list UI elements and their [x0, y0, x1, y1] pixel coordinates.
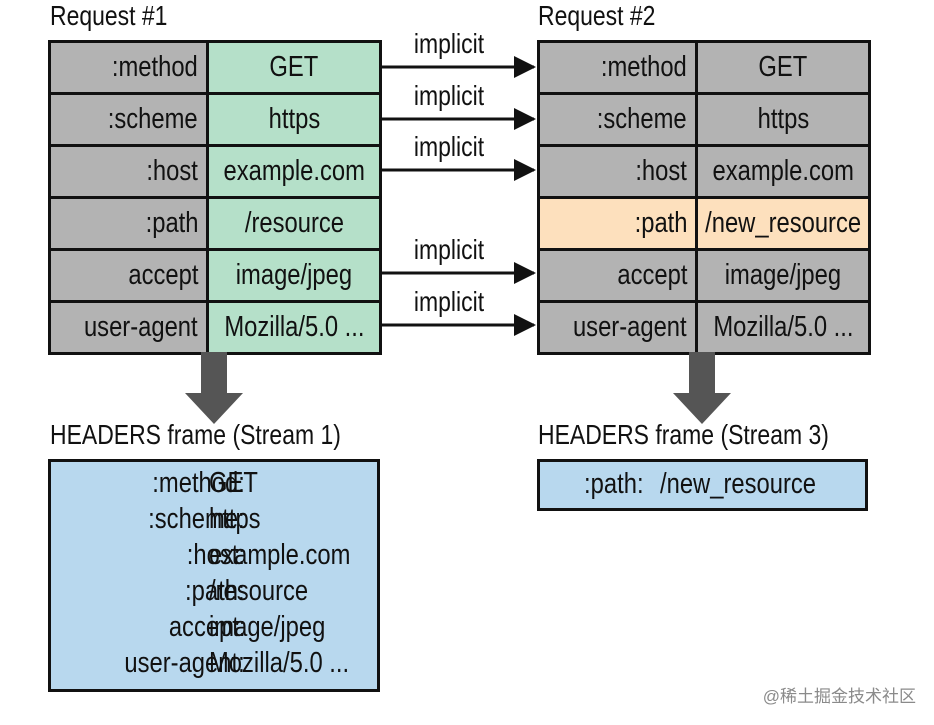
headers-frame-stream1: :method: GET :scheme: https :host: examp…	[48, 459, 380, 692]
watermark: @稀土掘金技术社区	[762, 687, 916, 706]
request1-value-cell: Mozilla/5.0 ...	[209, 303, 379, 352]
request1-table: :method GET :scheme https :host example.…	[48, 40, 382, 355]
frame1-value: https	[209, 503, 261, 535]
request2-value-cell: example.com	[698, 147, 868, 196]
arrowhead-icon	[514, 159, 536, 181]
headers-frame-stream3: :path: /new_resource	[537, 459, 868, 511]
down-arrow-icon	[185, 352, 243, 424]
arrowhead-icon	[514, 262, 536, 284]
arrowhead-icon	[514, 108, 536, 130]
arrowhead-icon	[514, 314, 536, 336]
frame1-key: :host:	[186, 539, 245, 571]
request1-value-cell: GET	[209, 43, 379, 92]
frame1-value: example.com	[209, 539, 351, 571]
frame2-title: HEADERS frame (Stream 3)	[538, 419, 829, 450]
request1-key-cell: :host	[51, 147, 206, 196]
arrowhead-icon	[514, 56, 536, 78]
request1-value-cell: /resource	[209, 199, 379, 248]
frame1-key: :method:	[152, 467, 245, 499]
request2-key-cell: :scheme	[540, 95, 695, 144]
implicit-label: implicit	[413, 131, 485, 162]
implicit-label: implicit	[413, 80, 485, 111]
request2-changed-value-cell: /new_resource	[698, 199, 868, 248]
request2-key-cell: user-agent	[540, 303, 695, 352]
request1-value-cell: https	[209, 95, 379, 144]
frame1-key: accept:	[168, 611, 245, 643]
frame1-key: :path:	[185, 575, 245, 607]
frame2-key: :path:	[584, 468, 644, 500]
request2-key-cell: :method	[540, 43, 695, 92]
frame1-value: Mozilla/5.0 ...	[209, 647, 350, 679]
implicit-label: implicit	[413, 286, 485, 317]
request2-value-cell: image/jpeg	[698, 251, 868, 300]
request2-key-cell: accept	[540, 251, 695, 300]
frame1-value: image/jpeg	[209, 611, 326, 643]
request1-key-cell: :scheme	[51, 95, 206, 144]
request2-value-cell: Mozilla/5.0 ...	[698, 303, 868, 352]
request1-key-cell: accept	[51, 251, 206, 300]
request1-value-cell: example.com	[209, 147, 379, 196]
request2-table: :method GET :scheme https :host example.…	[537, 40, 871, 355]
request2-value-cell: GET	[698, 43, 868, 92]
request1-title: Request #1	[50, 0, 168, 31]
down-arrow-icon	[673, 352, 731, 424]
request2-changed-key-cell: :path	[540, 199, 695, 248]
implicit-label: implicit	[413, 28, 485, 59]
request1-value-cell: image/jpeg	[209, 251, 379, 300]
request2-value-cell: https	[698, 95, 868, 144]
request2-title: Request #2	[538, 0, 656, 31]
request2-key-cell: :host	[540, 147, 695, 196]
request1-key-cell: :method	[51, 43, 206, 92]
frame1-key: user-agent:	[124, 647, 245, 679]
request1-key-cell: :path	[51, 199, 206, 248]
request1-key-cell: user-agent	[51, 303, 206, 352]
frame1-key: :scheme:	[148, 503, 245, 535]
implicit-label: implicit	[413, 234, 485, 265]
frame1-value: GET	[209, 467, 258, 499]
frame1-title: HEADERS frame (Stream 1)	[50, 419, 341, 450]
frame2-value: /new_resource	[660, 468, 816, 500]
frame1-value: /resource	[209, 575, 309, 607]
